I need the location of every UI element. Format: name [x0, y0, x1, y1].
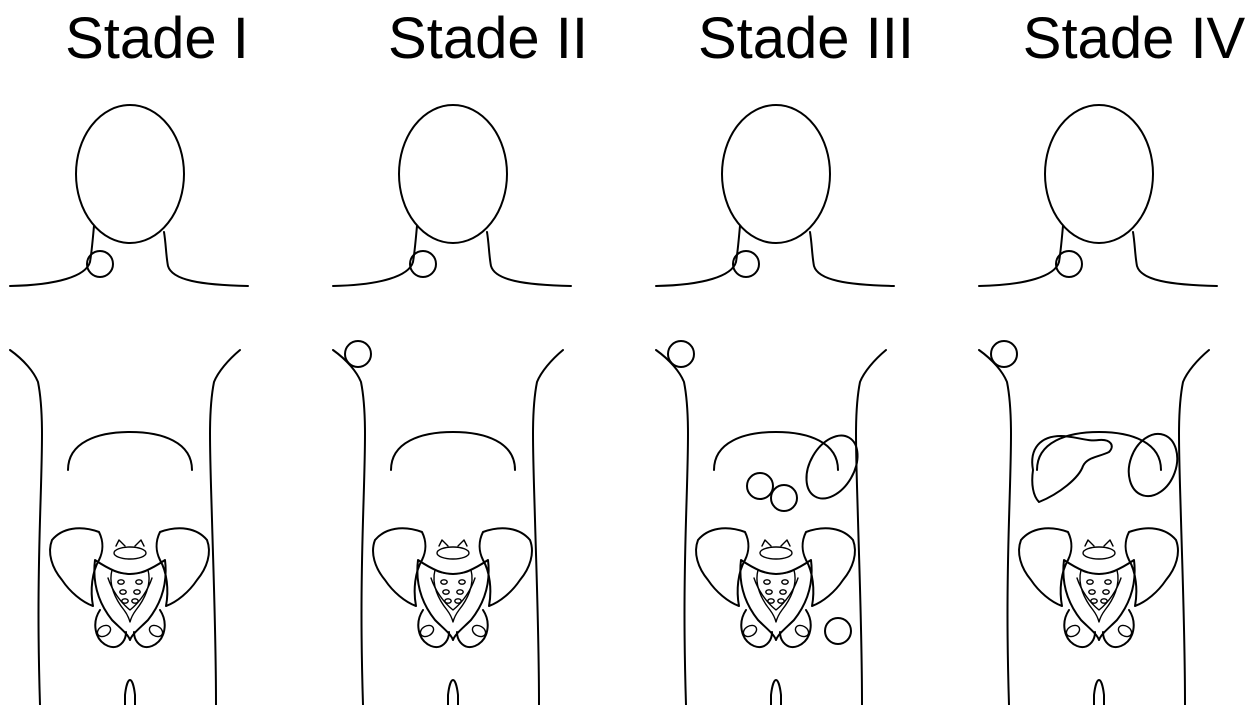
torso-right: [210, 350, 240, 705]
iliac-wing-right: [480, 528, 532, 606]
cervical-node-lesion: [1056, 251, 1082, 277]
cervical-node-lesion: [87, 251, 113, 277]
torso-left: [979, 350, 1011, 705]
pelvic-ring: [417, 560, 488, 640]
shoulder-right: [810, 232, 894, 286]
rib-margin: [714, 432, 838, 470]
stage-figure-4: [979, 105, 1217, 705]
crotch: [125, 680, 135, 705]
iliac-wing-right: [1126, 528, 1178, 606]
pelvis: [50, 528, 209, 647]
iliac-wing-right: [157, 528, 209, 606]
axillary-node-lesion: [668, 341, 694, 367]
vertebra-processes: [116, 540, 144, 546]
sacral-foramen: [1087, 580, 1093, 584]
pelvic-ring: [1063, 560, 1134, 640]
stage-figure-1: [10, 105, 248, 705]
sacral-foramen: [782, 580, 788, 584]
rib-margin: [391, 432, 515, 470]
head: [399, 105, 507, 243]
head: [722, 105, 830, 243]
vertebra-processes: [1085, 540, 1113, 546]
sacral-foramen: [443, 590, 449, 594]
pelvic-ring: [94, 560, 165, 640]
sacral-foramen: [459, 580, 465, 584]
stage-figure-2: [333, 105, 571, 705]
axillary-node-lesion: [345, 341, 371, 367]
head: [76, 105, 184, 243]
sacral-foramen: [1089, 590, 1095, 594]
head: [1045, 105, 1153, 243]
shoulder-left: [333, 226, 417, 286]
sacral-foramen: [457, 590, 463, 594]
axillary-node-lesion: [991, 341, 1017, 367]
crotch: [1094, 680, 1104, 705]
pelvis: [373, 528, 532, 647]
shoulder-right: [164, 232, 248, 286]
sacral-foramen: [764, 580, 770, 584]
shoulder-right: [1133, 232, 1217, 286]
shoulder-left: [656, 226, 740, 286]
sacral-foramen: [1105, 580, 1111, 584]
rib-margin: [1037, 432, 1161, 470]
shoulder-left: [10, 226, 94, 286]
lumbar-vertebra: [114, 547, 146, 559]
shoulder-left: [979, 226, 1063, 286]
sacral-foramen: [136, 580, 142, 584]
torso-left: [656, 350, 688, 705]
lumbar-vertebra: [760, 547, 792, 559]
cervical-node-lesion: [733, 251, 759, 277]
pelvis: [1019, 528, 1178, 647]
lumbar-vertebra: [1083, 547, 1115, 559]
sacral-foramen: [766, 590, 772, 594]
stage-figure-3: [656, 105, 894, 705]
torso-right: [856, 350, 886, 705]
spleen-lesion: [1120, 427, 1185, 503]
torso-left: [10, 350, 42, 705]
pelvis: [696, 528, 855, 647]
cervical-node-lesion: [410, 251, 436, 277]
shoulder-right: [487, 232, 571, 286]
liver-lesion: [1032, 436, 1112, 502]
abdominal-node-1: [747, 473, 773, 499]
lumbar-vertebra: [437, 547, 469, 559]
sacral-foramen: [120, 590, 126, 594]
vertebra-processes: [439, 540, 467, 546]
torso-right: [1179, 350, 1209, 705]
abdominal-node-2: [771, 485, 797, 511]
sacral-foramen: [780, 590, 786, 594]
torso-right: [533, 350, 563, 705]
sacral-foramen: [441, 580, 447, 584]
torso-left: [333, 350, 365, 705]
pelvic-ring: [740, 560, 811, 640]
inguinal-node-lesion: [825, 618, 851, 644]
sacral-foramen: [1103, 590, 1109, 594]
iliac-wing-right: [803, 528, 855, 606]
sacral-foramen: [118, 580, 124, 584]
sacral-foramen: [134, 590, 140, 594]
rib-margin: [68, 432, 192, 470]
crotch: [448, 680, 458, 705]
crotch: [771, 680, 781, 705]
vertebra-processes: [762, 540, 790, 546]
